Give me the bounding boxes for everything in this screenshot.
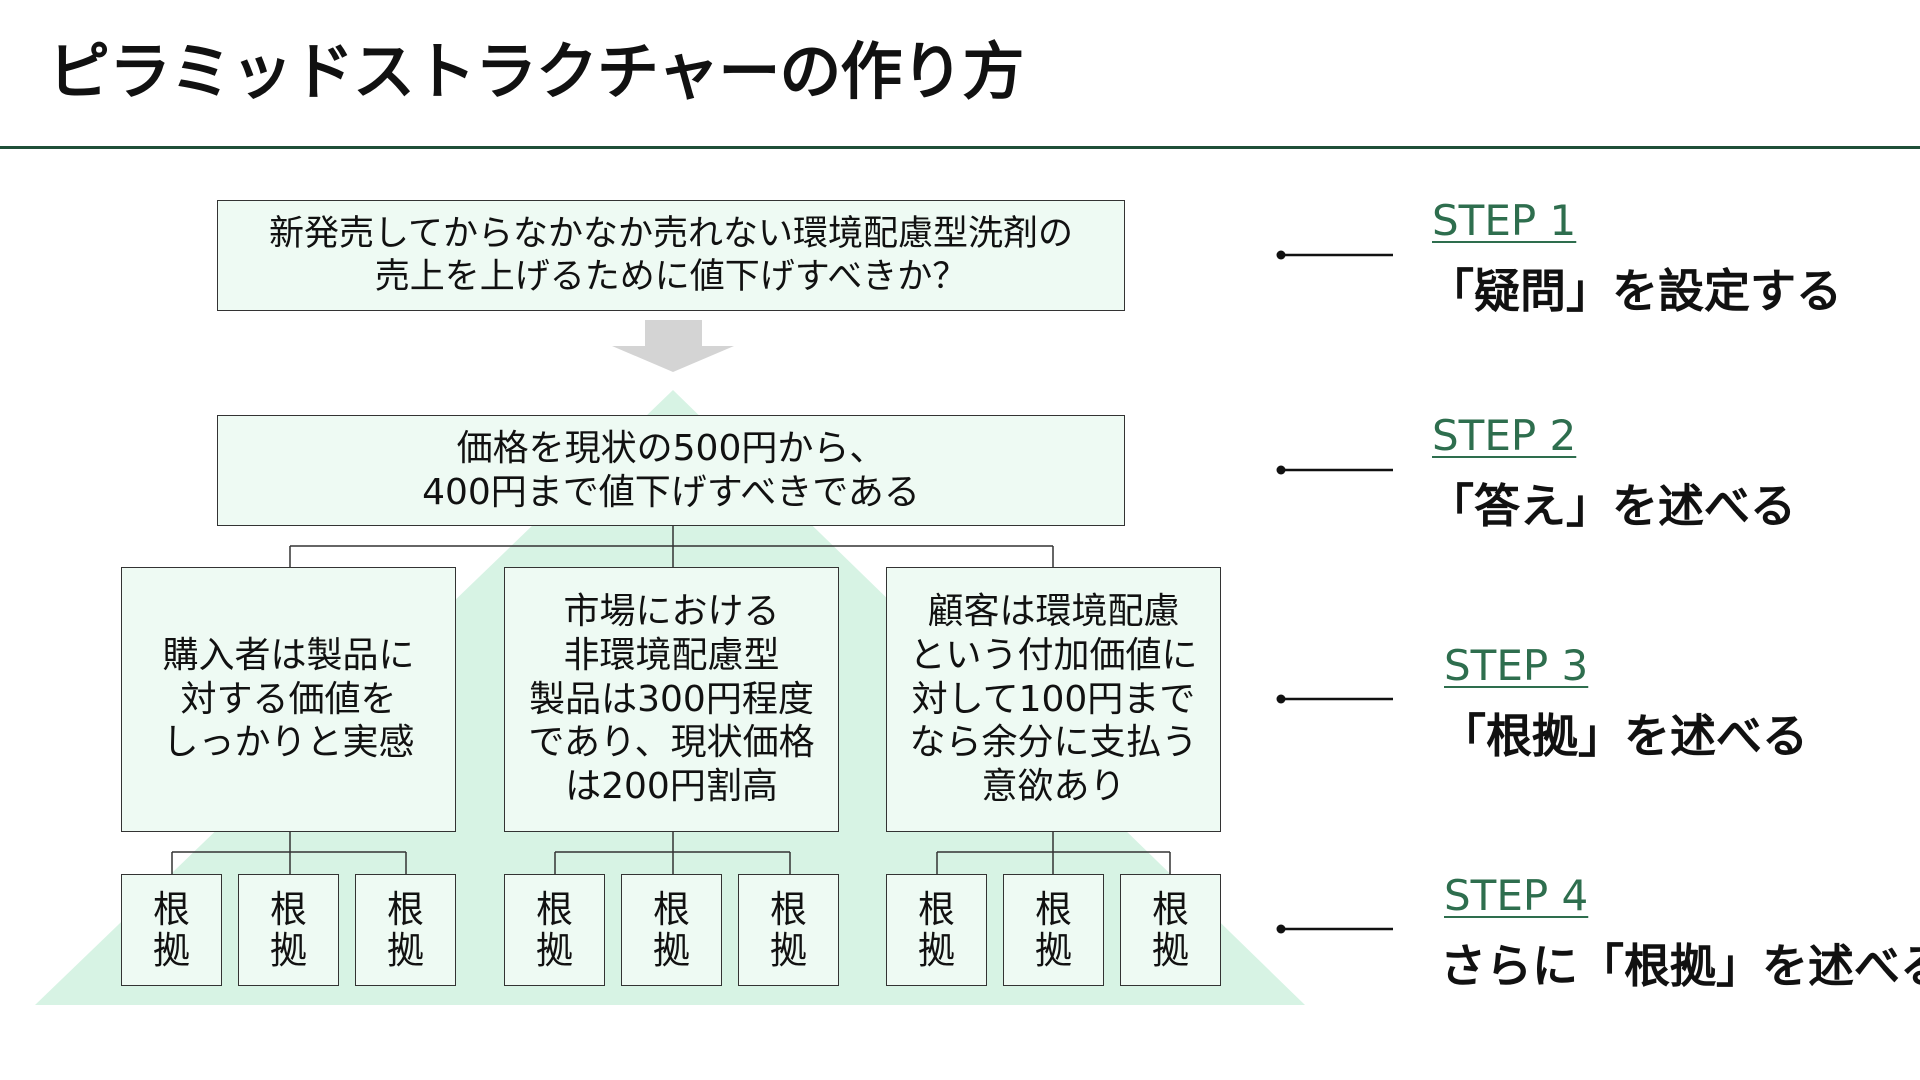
evidence-text: 根 拠 <box>153 887 190 972</box>
evidence-box: 根 拠 <box>238 874 339 986</box>
step3-pointer <box>1276 694 1393 704</box>
step4-heading: STEP 4 <box>1444 871 1589 920</box>
reason1-to-evidence-connector <box>171 832 407 874</box>
step1-pointer <box>1276 250 1393 260</box>
step2-pointer <box>1276 465 1393 475</box>
evidence-box: 根 拠 <box>355 874 456 986</box>
evidence-box: 根 拠 <box>121 874 222 986</box>
reason-box-2: 市場における 非環境配慮型 製品は300円程度 であり、現状価格 は200円割高 <box>504 567 839 832</box>
evidence-text: 根 拠 <box>770 887 807 972</box>
evidence-text: 根 拠 <box>1035 887 1072 972</box>
down-arrow-icon <box>612 320 734 372</box>
page-title: ピラミッドストラクチャーの作り方 <box>48 35 1024 108</box>
reason-text-1: 購入者は製品に 対する価値を しっかりと実感 <box>162 634 415 764</box>
evidence-text: 根 拠 <box>1152 887 1189 972</box>
step2-description: 「答え」を述べる <box>1428 479 1796 533</box>
evidence-box: 根 拠 <box>1120 874 1221 986</box>
evidence-box: 根 拠 <box>621 874 722 986</box>
question-box: 新発売してからなかなか売れない環境配慮型洗剤の 売上を上げるために値下げすべきか… <box>217 200 1125 311</box>
answer-text: 価格を現状の500円から、 400円まで値下げすべきである <box>422 427 920 513</box>
reason-box-3: 顧客は環境配慮 という付加価値に 対して100円まで なら余分に支払う 意欲あり <box>886 567 1221 832</box>
reason3-to-evidence-connector <box>936 832 1171 874</box>
step2-heading: STEP 2 <box>1432 411 1577 460</box>
step1-description: 「疑問」を設定する <box>1428 264 1842 318</box>
reason-text-2: 市場における 非環境配慮型 製品は300円程度 であり、現状価格 は200円割高 <box>528 590 815 808</box>
evidence-text: 根 拠 <box>536 887 573 972</box>
step1-heading: STEP 1 <box>1432 196 1577 245</box>
evidence-box: 根 拠 <box>1003 874 1104 986</box>
answer-to-reasons-connector <box>289 526 1054 567</box>
step3-description: 「根拠」を述べる <box>1440 709 1808 763</box>
step4-description: さらに「根拠」を述べる <box>1440 939 1920 993</box>
step3-heading: STEP 3 <box>1444 641 1589 690</box>
reason2-to-evidence-connector <box>554 832 791 874</box>
reason-text-3: 顧客は環境配慮 という付加価値に 対して100円まで なら余分に支払う 意欲あり <box>909 590 1198 808</box>
reason-box-1: 購入者は製品に 対する価値を しっかりと実感 <box>121 567 456 832</box>
evidence-text: 根 拠 <box>918 887 955 972</box>
question-text: 新発売してからなかなか売れない環境配慮型洗剤の 売上を上げるために値下げすべきか… <box>269 213 1073 297</box>
evidence-text: 根 拠 <box>653 887 690 972</box>
evidence-box: 根 拠 <box>886 874 987 986</box>
title-divider <box>0 146 1920 149</box>
evidence-box: 根 拠 <box>738 874 839 986</box>
step4-pointer <box>1276 924 1393 934</box>
evidence-text: 根 拠 <box>387 887 424 972</box>
evidence-box: 根 拠 <box>504 874 605 986</box>
answer-box: 価格を現状の500円から、 400円まで値下げすべきである <box>217 415 1125 526</box>
evidence-text: 根 拠 <box>270 887 307 972</box>
